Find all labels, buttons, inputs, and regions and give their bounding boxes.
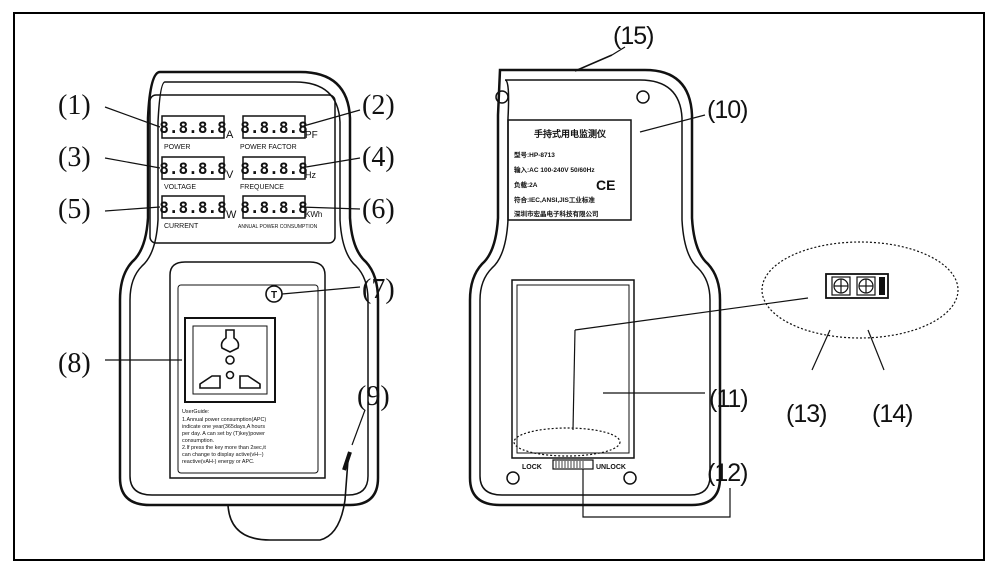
digit-displays: 8.8.8.8 8.8.8.8 8.8.8.8 8.8.8.8 8.8.8.8 …	[159, 115, 322, 230]
callout-14: (14)	[872, 400, 912, 428]
front-body-inner-outline	[129, 81, 369, 496]
unit-hz: Hz	[305, 170, 316, 180]
userguide-line: 1.Annual power consumption(APC)	[182, 417, 266, 423]
front-callouts: (1) (2) (3) (4) (5) (6) (7) (8) (9)	[58, 90, 395, 412]
figure-frame	[13, 12, 985, 561]
outlet-top-pin	[220, 329, 240, 353]
socket-panel	[169, 261, 326, 479]
callout-4: (4)	[362, 142, 395, 173]
unit-pf: PF	[305, 130, 318, 141]
terminal-block	[825, 273, 889, 299]
label-power: POWER	[164, 144, 190, 151]
callout-5: (5)	[58, 194, 91, 225]
display-power-factor	[242, 115, 306, 139]
callout-2: (2)	[362, 90, 395, 121]
outlet-right-pin	[239, 375, 261, 389]
display-frequence	[242, 156, 306, 180]
terminals-detail	[761, 241, 959, 339]
callout-11: (11)	[709, 385, 748, 413]
nameplate-line: 输入:AC 100-240V 50/60Hz	[514, 165, 595, 174]
unit-v: V	[226, 169, 234, 181]
terminal-highlight-ellipse	[513, 427, 621, 457]
front-body-outline	[118, 70, 380, 507]
digits-current: 8.8.8.8	[159, 198, 226, 217]
back-body-outline	[468, 68, 722, 507]
nameplate	[507, 119, 632, 221]
callout-10: (10)	[707, 96, 747, 124]
universal-outlet	[184, 317, 276, 403]
display-window	[149, 94, 336, 244]
back-view	[468, 54, 722, 507]
outlet-center-hole	[225, 370, 235, 380]
display-current	[161, 195, 225, 219]
power-cable	[227, 459, 349, 541]
terminals-detail-ellipse	[761, 241, 959, 339]
ce-mark: CE	[596, 177, 615, 193]
back-cable-stub	[574, 54, 613, 72]
power-cable-tip	[342, 451, 352, 471]
label-power-factor: POWER FACTOR	[240, 144, 297, 151]
front-view	[118, 70, 380, 541]
screw-hole	[506, 471, 520, 485]
universal-outlet-inner	[192, 325, 268, 395]
nameplate-line: 负载:2A	[514, 180, 538, 189]
digits-energy: 8.8.8.8	[240, 198, 307, 217]
back-leaders	[572, 46, 885, 518]
callout-6: (6)	[362, 194, 395, 225]
callout-12: (12)	[707, 459, 747, 487]
userguide-line: UserGuide:	[182, 409, 209, 415]
terminal-left	[831, 276, 851, 296]
nameplate-line: 符合:IEC,ANSI,JIS工业标准	[514, 195, 595, 204]
callout-7: (7)	[362, 274, 395, 305]
display-voltage	[161, 156, 225, 180]
userguide-line: consumption.	[182, 438, 214, 444]
userguide-line: 2.If press the key more than 2sec,it	[182, 445, 266, 451]
callout-1: (1)	[58, 90, 91, 121]
callout-15: (15)	[613, 22, 653, 50]
unit-w: W	[226, 209, 237, 221]
display-power	[161, 115, 225, 139]
userguide: UserGuide: 1.Annual power consumption(AP…	[182, 409, 266, 465]
callout-8: (8)	[58, 348, 91, 379]
socket-panel-inner	[177, 284, 319, 474]
callout-9: (9)	[357, 381, 390, 412]
screw-hole	[623, 471, 637, 485]
outlet-left-pin	[199, 375, 221, 389]
battery-cover	[511, 279, 635, 459]
screw-hole	[636, 90, 650, 104]
lock-label: LOCK	[522, 464, 542, 471]
unit-kwh: KWh	[305, 210, 322, 219]
userguide-line: indicate one year(365days,A hours	[182, 424, 265, 430]
t-key-glyph: T	[271, 290, 277, 301]
terminal-right	[856, 276, 876, 296]
callout-3: (3)	[58, 142, 91, 173]
digits-power: 8.8.8.8	[159, 118, 226, 137]
userguide-line: can change to display active(vH--)	[182, 452, 264, 458]
nameplate-title: 手持式用电监测仪	[534, 128, 607, 139]
screw-hole	[495, 90, 509, 104]
digits-voltage: 8.8.8.8	[159, 159, 226, 178]
userguide-line: reactive(vAH-) energy or APC.	[182, 459, 255, 465]
userguide-line: per day. A can set by (T)key)power	[182, 431, 265, 437]
unit-a: A	[226, 129, 234, 141]
battery-cover-inner	[516, 284, 630, 454]
nameplate-line: 深圳市宏晶电子科技有限公司	[514, 209, 599, 218]
label-energy: ANNUAL POWER CONSUMPTION	[238, 224, 318, 230]
nameplate-line: 型号:HP-8713	[514, 150, 555, 159]
digits-frequence: 8.8.8.8	[240, 159, 307, 178]
nameplate-text: 手持式用电监测仪 型号:HP-8713 输入:AC 100-240V 50/60…	[514, 128, 615, 218]
digits-power-factor: 8.8.8.8	[240, 118, 307, 137]
unlock-label: UNLOCK	[596, 464, 626, 471]
back-callouts: (15) (10) (11) (12) (13) (14)	[613, 22, 913, 487]
back-body-inner-outline	[479, 79, 711, 496]
outlet-ground-hole	[225, 355, 235, 365]
label-frequence: FREQUENCE	[240, 184, 284, 191]
callout-13: (13)	[786, 400, 826, 428]
lock-slider[interactable]	[552, 459, 594, 470]
label-voltage: VOLTAGE	[164, 184, 196, 191]
lock-slider-ridges	[555, 461, 584, 468]
front-leaders	[104, 106, 366, 446]
label-current: CURRENT	[164, 223, 199, 230]
